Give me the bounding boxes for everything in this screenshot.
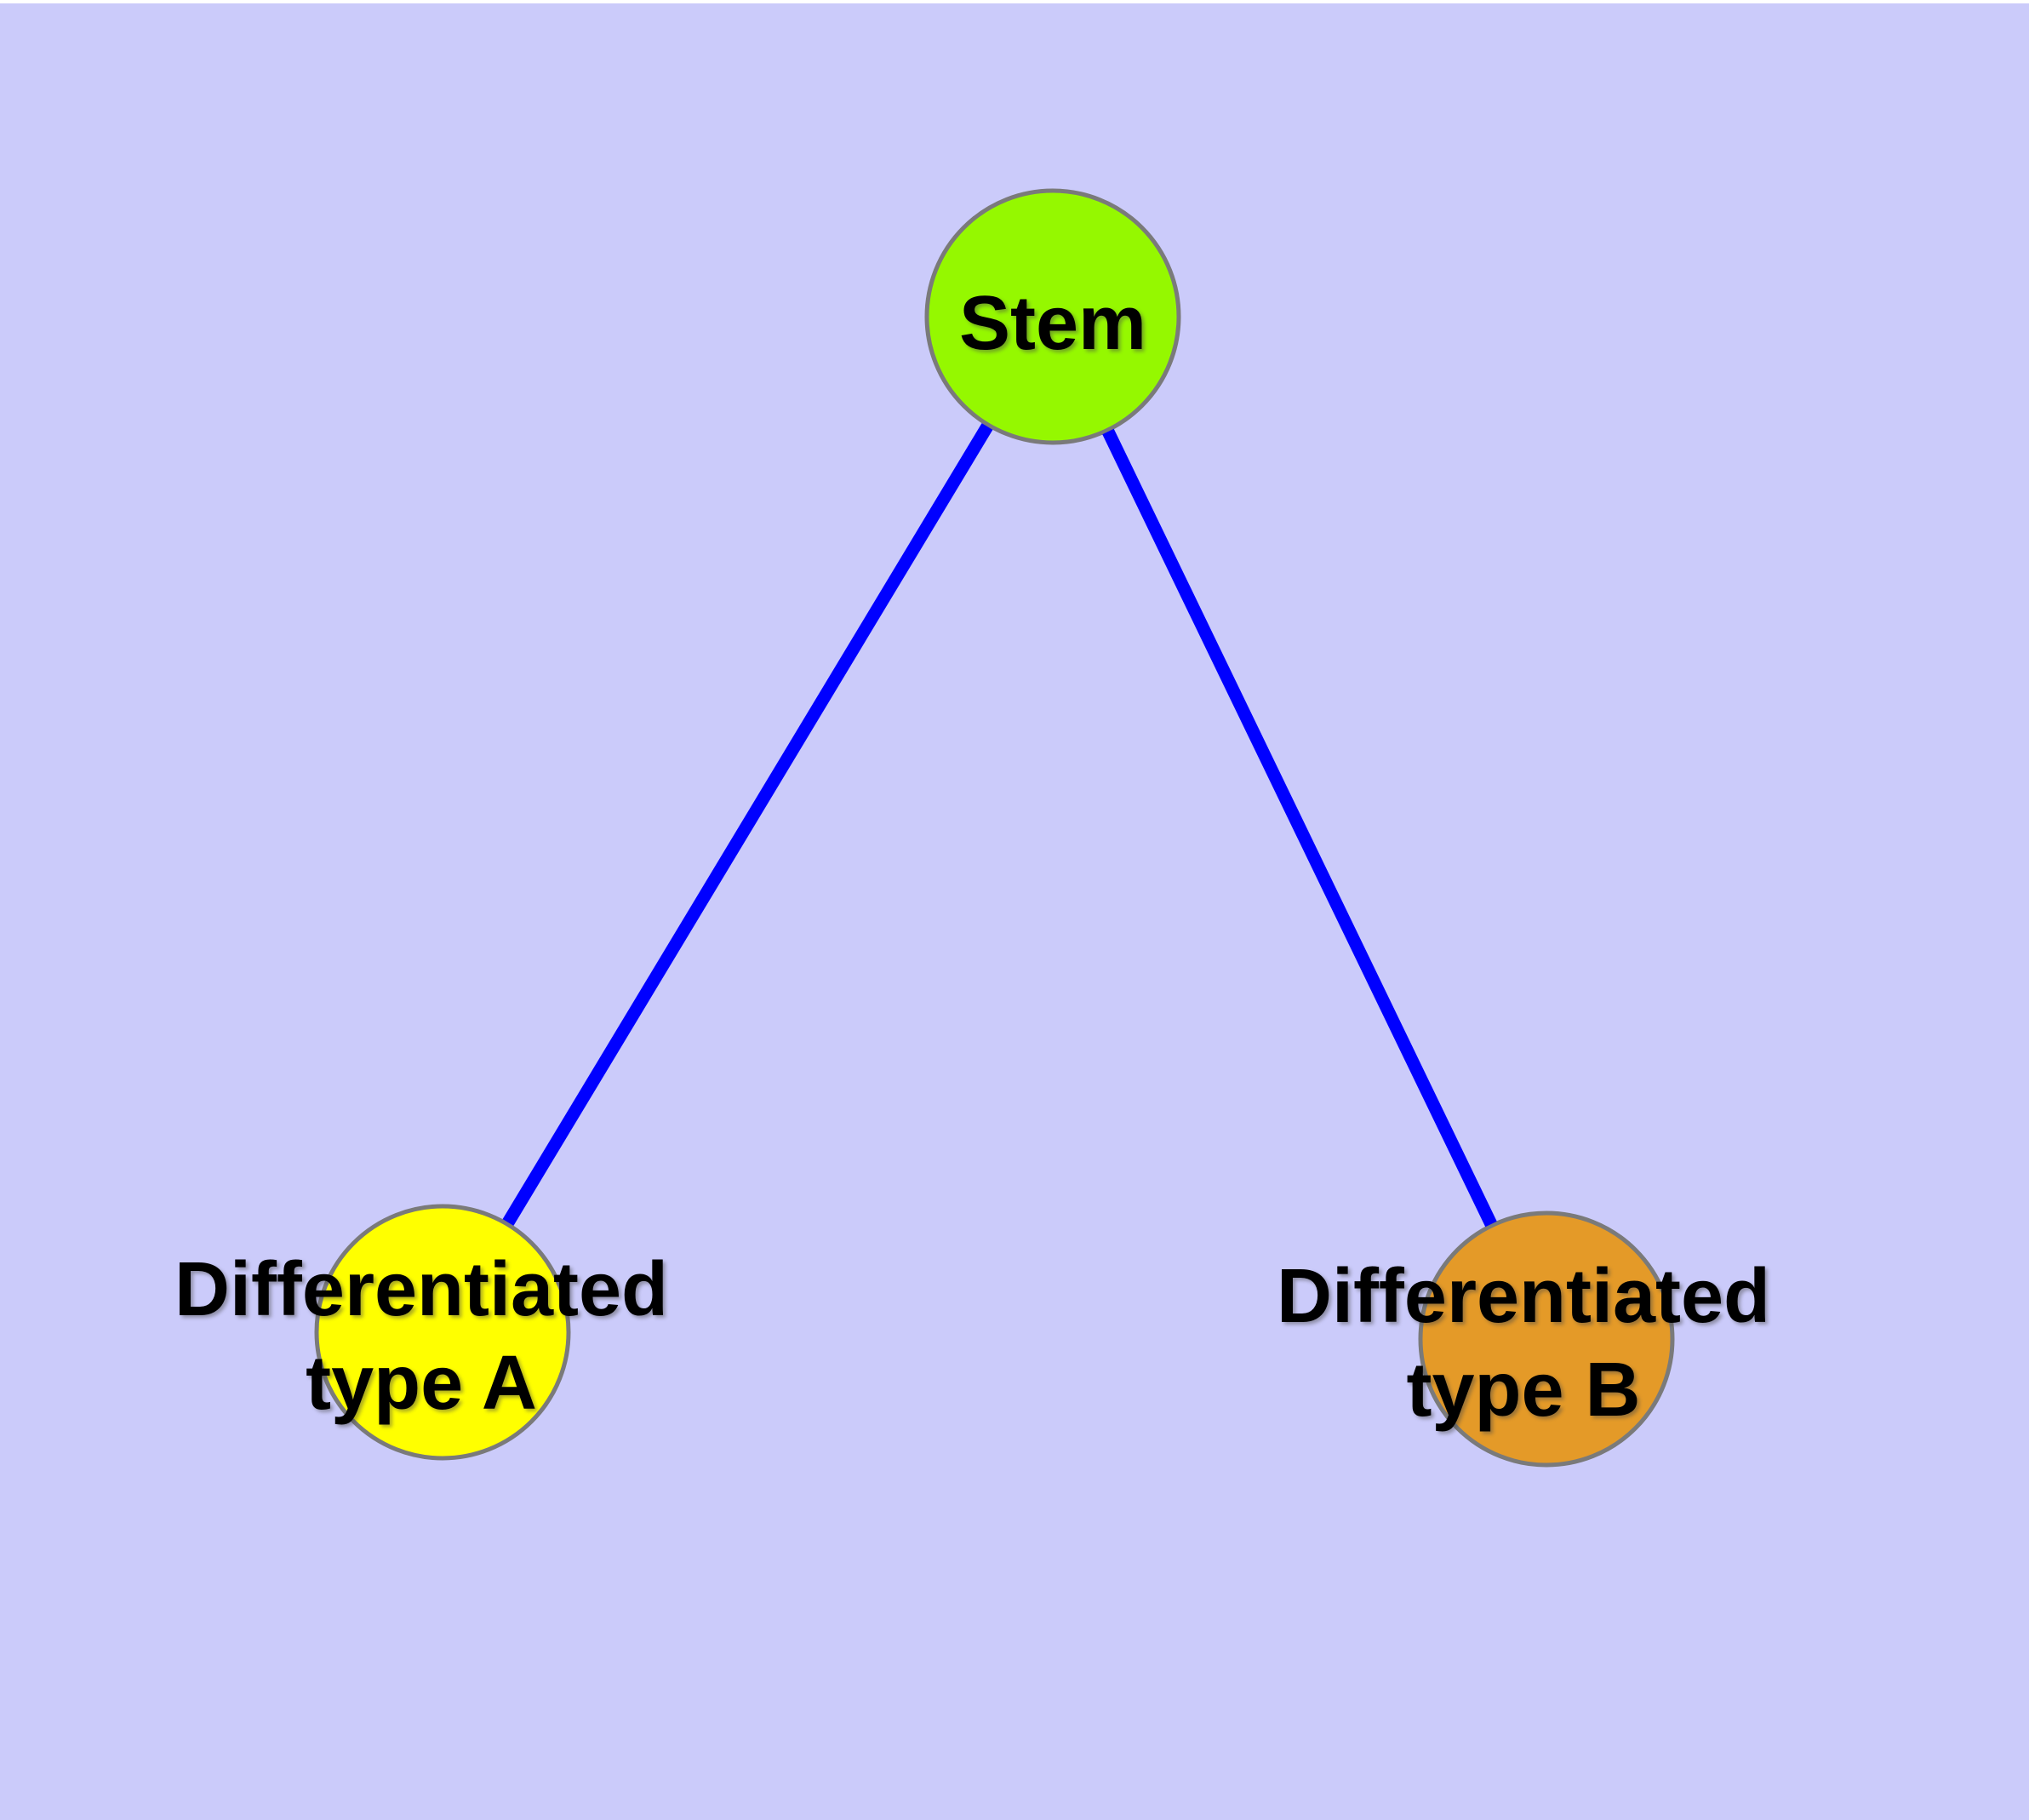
node-type-b-label-line2: type B — [1406, 1348, 1640, 1433]
node-stem — [924, 188, 1181, 445]
node-differentiated-type-a — [314, 1204, 571, 1461]
node-type-b-label-line1: Differentiated — [1277, 1254, 1770, 1339]
node-type-a-label-line1: Differentiated — [174, 1247, 668, 1332]
node-type-a-label-line2: type A — [306, 1341, 537, 1426]
edge-stem-to-type-b — [1102, 428, 1497, 1228]
node-differentiated-type-b — [1418, 1210, 1675, 1468]
edge-stem-to-type-a — [502, 423, 993, 1226]
node-stem-label: Stem — [959, 281, 1146, 366]
